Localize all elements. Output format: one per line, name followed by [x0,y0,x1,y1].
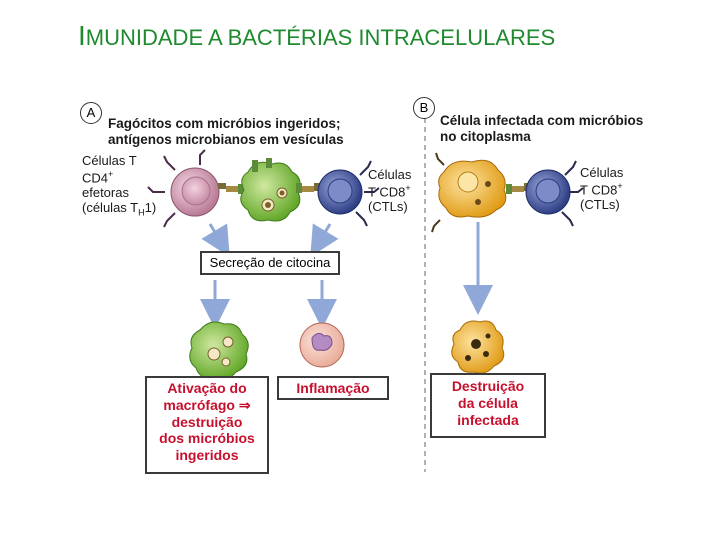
cd8-label-b-line2: T CD8+ [580,180,623,198]
cd4-label-line1: Células T [82,153,137,168]
panel-b-header-line1: Célula infectada com micróbios [440,113,644,128]
arrow-cd8-to-cytokine [310,223,339,257]
cd8-ctl-cell-a [317,160,380,227]
outcome1-line: macrófago ⇒ [163,396,251,413]
outcome1-line: Ativação do [167,380,247,396]
title-rest: MUNIDADE A BACTÉRIAS INTRACELULARES [85,25,556,50]
outcome-macrophage-activation: Ativação do macrófago ⇒ destruição dos m… [145,376,269,474]
outcome-b-line: infectada [457,411,519,428]
cd4-label-line4: (células TH1) [82,200,157,218]
outcome-inflammation: Inflamação [277,376,389,400]
panel-a-header-line1: Fagócitos com micróbios ingeridos; [108,116,341,131]
cd8-label-b: Células T CD8+ (CTLs) [580,165,624,213]
panel-b-header: Célula infectada com micróbios no citopl… [440,113,643,144]
outcome-infected-cell-destruction: Destruição da célula infectada [430,373,546,438]
outcome-b-line: Destruição [451,378,525,394]
cd8-label-a-line3: (CTLs) [368,199,408,215]
outcome1-line: ingeridos [175,447,239,464]
macrophage-infected [240,158,301,222]
title-first-letter: I [78,20,86,51]
cd4-label-line3: efetoras [82,185,129,201]
infected-cell [431,152,507,233]
cd8-ctl-cell-b [525,160,584,227]
cd4-t-cell [147,149,220,228]
outcome1-line: dos micróbios [159,430,255,447]
panel-b-letter: B [413,97,435,119]
panel-a-letter: A [80,102,102,124]
cd8-label-a-line2: T CD8+ [368,182,411,200]
page-title: IMUNIDADE A BACTÉRIAS INTRACELULARES [78,20,698,56]
outcome1-line: destruição [171,413,243,430]
arrow-cd4-to-cytokine [201,223,230,257]
cd8-label-b-line1: Células [580,165,624,180]
cd4-label-line2: CD4+ [82,168,114,186]
panel-a-header: Fagócitos com micróbios ingeridos; antíg… [108,116,344,147]
cd8-label-a-line1: Células [368,167,412,182]
panel-b-header-line2: no citoplasma [440,128,531,144]
apoptotic-cell [451,320,505,374]
activated-macrophage [189,321,249,380]
cytokine-secretion-box: Secreção de citocina [200,251,340,275]
tcr-mhc-complex-1 [218,183,244,194]
panel-a-header-line2: antígenos microbianos em vesículas [108,131,344,147]
cd8-label-b-line3: (CTLs) [580,197,620,213]
neutrophil-cell [299,322,345,368]
cd4-label: Células T CD4+ efetoras (células TH1) [82,153,157,218]
cd8-label-a: Células T CD8+ (CTLs) [368,167,412,215]
outcome-b-line: da célula [458,394,518,411]
tcr-mhc-complex-2 [296,183,320,193]
